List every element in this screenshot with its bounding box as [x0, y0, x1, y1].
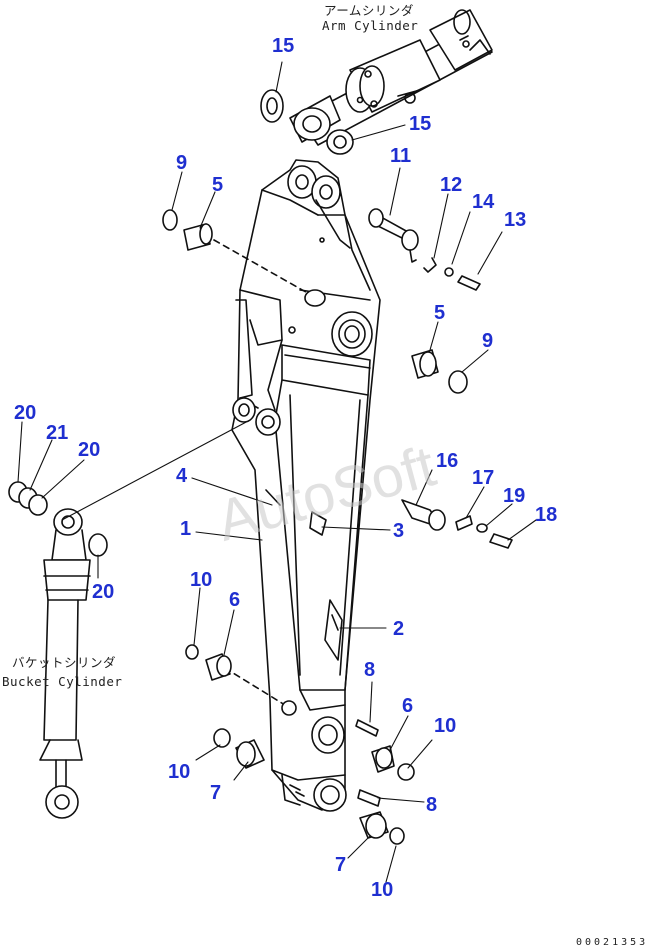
bushing-7-left-end: [236, 741, 256, 767]
bushing-5-upper-end: [199, 223, 213, 245]
callout-9-right: 9: [482, 330, 494, 352]
washer-20-c: [88, 533, 108, 557]
callout-13: 13: [504, 209, 527, 231]
washer-9-lower: [448, 370, 468, 394]
leader-lines: [17, 61, 537, 883]
callout-20-left-low: 20: [92, 581, 115, 603]
pin-assembly-top: [368, 208, 481, 291]
callout-6-left: 6: [229, 589, 241, 611]
callout-10-bottom: 10: [371, 879, 394, 901]
washer-15-lower: [326, 129, 354, 155]
arm-body: [213, 159, 381, 812]
callout-8-low: 8: [426, 794, 438, 816]
washer-15-lower-hole: [333, 135, 347, 149]
fitting-8-upper: [355, 719, 379, 737]
bucket-cylinder-drawing: [39, 508, 91, 819]
callout-5-top: 5: [212, 174, 224, 196]
washer-10-a: [185, 644, 199, 660]
arm-cylinder-drawing: [289, 9, 493, 146]
callout-18: 18: [535, 504, 558, 526]
callout-14: 14: [472, 191, 495, 213]
callout-6-right: 6: [402, 695, 414, 717]
washer-15-upper-hole: [266, 97, 278, 115]
callout-21: 21: [46, 422, 69, 444]
callout-3: 3: [393, 520, 405, 542]
callout-20-left-mid: 20: [78, 439, 101, 461]
callout-20-left-top: 20: [14, 402, 37, 424]
washer-20-b: [28, 494, 48, 516]
washer-10-d: [389, 827, 405, 845]
washer-10-b: [397, 763, 415, 781]
washer-10-c: [213, 728, 231, 748]
bushing-6-right-end: [375, 747, 393, 769]
arm-cylinder-caption-jp: アームシリンダ: [324, 3, 414, 18]
callout-1: 1: [180, 518, 192, 540]
callout-4: 4: [176, 465, 188, 487]
callout-11: 11: [390, 145, 412, 167]
washer-9-upper: [162, 209, 178, 231]
callout-7-bottom: 7: [335, 854, 347, 876]
callout-8-top: 8: [364, 659, 376, 681]
bucket-cylinder-caption-jp: バケットシリンダ: [12, 655, 117, 670]
arm-cylinder-caption-en: Arm Cylinder: [322, 18, 419, 33]
bushing-7-right-end: [365, 813, 387, 839]
callout-10-left-low: 10: [168, 761, 191, 783]
callout-15-right: 15: [409, 113, 432, 135]
callout-16: 16: [436, 450, 459, 472]
callout-2: 2: [393, 618, 405, 640]
callout-12: 12: [440, 174, 463, 196]
washer-15-upper: [260, 89, 284, 123]
callout-15-top: 15: [272, 35, 295, 57]
callout-7-left: 7: [210, 782, 222, 804]
document-number: 00021353: [576, 937, 649, 948]
bushing-5-lower-end: [419, 351, 437, 377]
callout-9-top: 9: [176, 152, 188, 174]
fitting-8-lower: [357, 789, 381, 807]
callout-10-right: 10: [434, 715, 457, 737]
callout-17: 17: [472, 467, 495, 489]
bucket-cylinder-caption-en: Bucket Cylinder: [2, 674, 123, 689]
callout-19: 19: [503, 485, 526, 507]
pin-assembly-middle: [401, 499, 513, 549]
bushing-6-left-end: [216, 655, 232, 677]
callout-5-right: 5: [434, 302, 446, 324]
callout-10-left-top: 10: [190, 569, 213, 591]
